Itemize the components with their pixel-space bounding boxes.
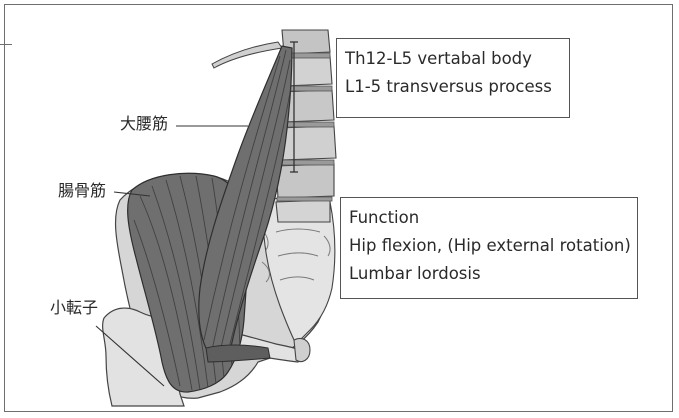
function-heading: Function bbox=[349, 204, 629, 232]
function-info-box: Function Hip flexion, (Hip external rota… bbox=[340, 197, 638, 299]
femoral-head bbox=[294, 338, 310, 361]
origin-line-vertebral-body: Th12-L5 vertabal body bbox=[345, 45, 561, 73]
origin-line-transverse-process: L1-5 transversus process bbox=[345, 73, 561, 101]
psoas-major-label: 大腰筋 bbox=[120, 116, 168, 132]
origin-info-box: Th12-L5 vertabal body L1-5 transversus p… bbox=[336, 38, 570, 118]
function-hip-flexion: Hip flexion, (Hip external rotation) bbox=[349, 232, 629, 260]
rib bbox=[212, 42, 282, 68]
lesser-trochanter-label: 小転子 bbox=[50, 300, 98, 316]
iliacus-label: 腸骨筋 bbox=[58, 183, 106, 199]
function-lumbar-lordosis: Lumbar lordosis bbox=[349, 260, 629, 288]
